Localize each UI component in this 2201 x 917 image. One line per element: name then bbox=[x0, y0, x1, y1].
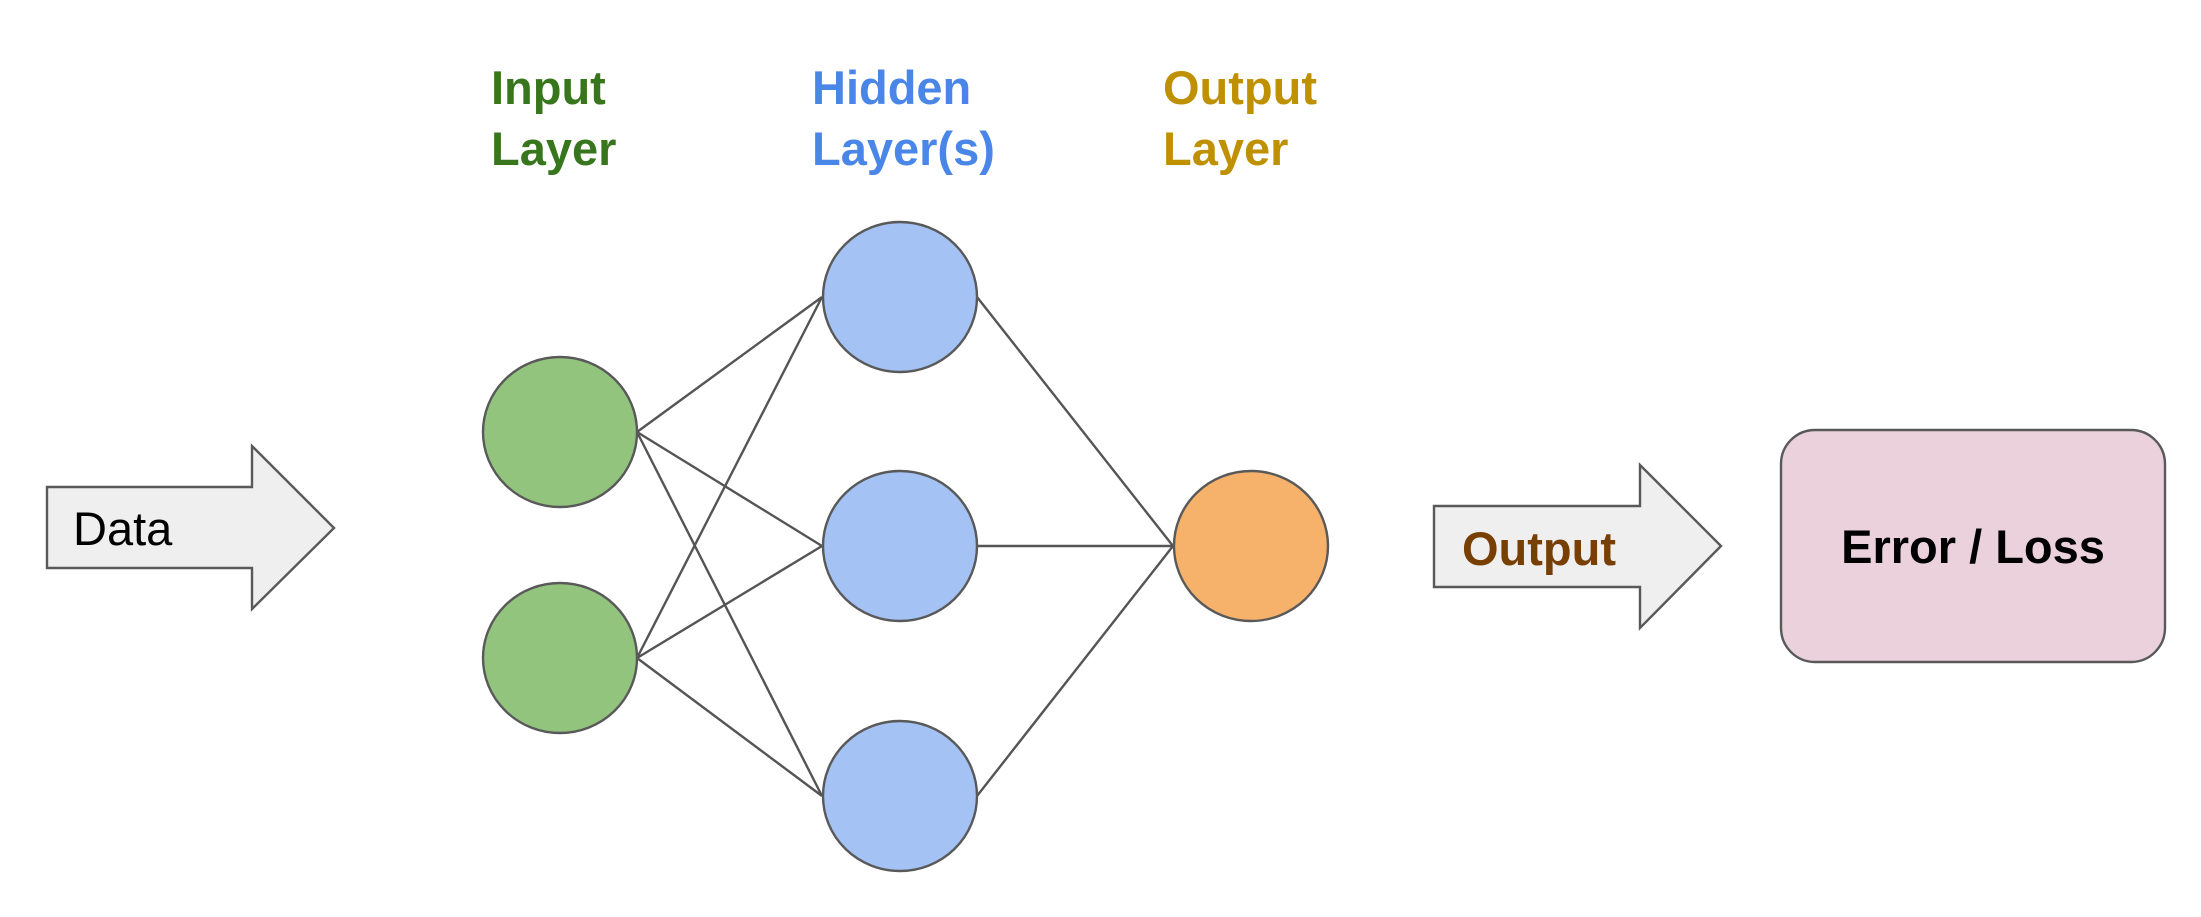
output-node bbox=[1172, 469, 1330, 623]
output-layer-label-line2: Layer bbox=[1163, 122, 1288, 175]
data-arrow-shape bbox=[45, 443, 336, 612]
input-node bbox=[481, 581, 639, 735]
error-loss-box: Error / Loss bbox=[1779, 428, 2167, 664]
output-layer-label-line1: Output bbox=[1163, 61, 1317, 114]
hidden-output-connections bbox=[976, 296, 1174, 797]
hidden-node bbox=[821, 719, 979, 873]
hidden-layer-label-line1: Hidden bbox=[812, 61, 971, 114]
connection-edge bbox=[635, 296, 824, 659]
output-arrow-label: Output bbox=[1462, 522, 1616, 575]
error-loss-label: Error / Loss bbox=[1841, 520, 2105, 573]
error-loss-box-shape bbox=[1779, 428, 2167, 664]
connection-edge bbox=[636, 296, 823, 433]
data-arrow-label: Data bbox=[73, 502, 173, 555]
connection-edge bbox=[636, 544, 823, 660]
hidden-node bbox=[821, 220, 979, 374]
hidden-node bbox=[821, 469, 979, 623]
output-arrow-shape bbox=[1432, 462, 1723, 631]
output-arrow: Output bbox=[1432, 462, 1723, 631]
input-hidden-connections bbox=[635, 296, 824, 797]
connection-edge bbox=[635, 431, 824, 797]
input-layer-label-line1: Input bbox=[491, 61, 606, 114]
data-arrow: Data bbox=[45, 443, 336, 612]
input-layer-label-line2: Layer bbox=[491, 122, 616, 175]
connection-edge bbox=[976, 296, 1174, 547]
hidden-layer-label-line2: Layer(s) bbox=[812, 122, 995, 175]
input-node bbox=[481, 355, 639, 509]
connection-edge bbox=[636, 430, 823, 548]
connection-edge bbox=[976, 545, 1174, 797]
connection-edge bbox=[636, 657, 823, 797]
